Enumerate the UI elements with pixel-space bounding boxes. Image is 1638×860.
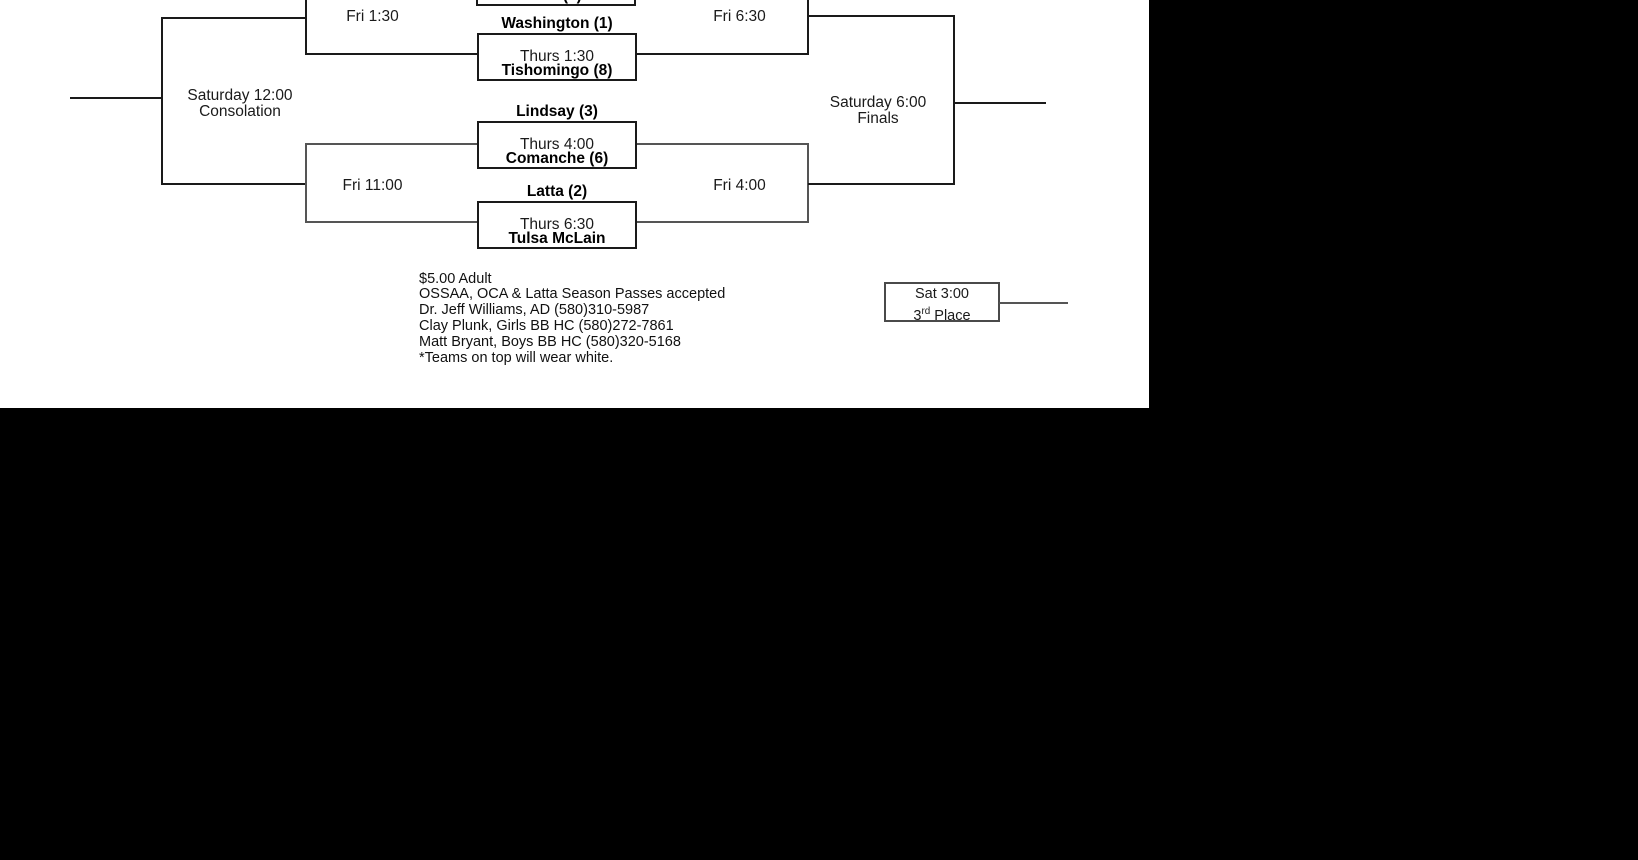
semifinal-left-lower-bottom	[305, 221, 480, 223]
third-place-out-stub	[999, 302, 1068, 304]
info-line-uniform-note: *Teams on top will wear white.	[419, 349, 614, 366]
info-line-passes: OSSAA, OCA & Latta Season Passes accepte…	[419, 286, 726, 303]
game-4-team-bottom: Tulsa McLain	[508, 230, 606, 247]
game-silo-team-bottom: Silo (5)	[476, 0, 636, 5]
game-box-lindsay-comanche: Lindsay (3) Thurs 4:00 Comanche (6)	[477, 103, 637, 169]
semifinal-left-upper-right-spine	[807, 0, 809, 55]
consolation-time: Saturday 12:00	[187, 87, 293, 104]
consolation-spine	[161, 17, 163, 185]
game-3-team-top: Lindsay (3)	[516, 103, 598, 120]
semifinal-right-lower-time: Fri 4:00	[713, 177, 766, 194]
semifinal-left-lower-right-top	[635, 143, 809, 145]
third-place-time: Sat 3:00	[914, 286, 969, 302]
semifinal-left-lower-top	[305, 143, 480, 145]
info-line-boys-coach: Matt Bryant, Boys BB HC (580)320-5168	[419, 333, 681, 350]
finals-name: Finals	[857, 110, 899, 127]
consolation-out-stub	[70, 97, 162, 99]
semifinal-right-upper-time: Fri 6:30	[713, 8, 766, 25]
semifinal-left-upper-right-bottom	[635, 53, 809, 55]
round-label-consolation: Saturday 12:00 Consolation	[170, 88, 310, 120]
game-3-team-bottom: Comanche (6)	[505, 150, 609, 167]
info-block: $5.00 Adult OSSAA, OCA & Latta Season Pa…	[419, 271, 725, 366]
consolation-upper-arm	[161, 17, 306, 19]
finals-time: Saturday 6:00	[829, 94, 927, 111]
game-box-washington-tishomingo: Washington (1) Thurs 1:30 Tishomingo (8)	[477, 15, 637, 81]
third-place-box: Sat 3:00 3rd Place	[884, 282, 1000, 325]
third-place-ordinal: rd	[921, 306, 931, 317]
round-label-semifinal-right-lower: Fri 4:00	[672, 177, 807, 195]
finals-lower-arm	[808, 183, 955, 185]
info-line-price: $5.00 Adult	[419, 270, 492, 287]
consolation-name: Consolation	[199, 103, 281, 120]
third-place-number: 3	[913, 307, 922, 324]
finals-out-stub	[953, 102, 1046, 104]
game-4-team-top: Latta (2)	[526, 183, 588, 200]
game-3-time: Thurs 4:00	[519, 136, 595, 153]
finals-spine	[953, 15, 955, 185]
semifinal-left-upper-bottom	[305, 53, 480, 55]
third-place-label: 3rd Place	[886, 303, 998, 325]
game-box-latta-tulsamclain: Latta (2) Thurs 6:30 Tulsa McLain	[477, 183, 637, 249]
game-2-team-bottom: Tishomingo (8)	[501, 62, 613, 79]
game-2-time: Thurs 1:30	[519, 48, 595, 65]
round-label-semifinal-left-lower: Fri 11:00	[305, 177, 440, 195]
game-box-silo: Silo (5)	[476, 0, 636, 6]
semifinal-left-lower-spine	[305, 143, 307, 223]
round-label-semifinal-left-upper: Fri 1:30	[305, 8, 440, 26]
third-place-word: Place	[930, 307, 971, 324]
finals-upper-arm	[808, 15, 955, 17]
bracket-sheet: Saturday 12:00 Consolation Fri 1:30 Fri …	[0, 0, 1149, 408]
semifinal-left-upper-spine	[305, 0, 307, 55]
game-2-team-top: Washington (1)	[501, 15, 613, 32]
round-label-finals: Saturday 6:00 Finals	[808, 95, 948, 127]
semifinal-left-upper-time: Fri 1:30	[346, 8, 399, 25]
info-line-ad-contact: Dr. Jeff Williams, AD (580)310-5987	[419, 302, 650, 319]
consolation-lower-arm	[161, 183, 307, 185]
round-label-semifinal-right-upper: Fri 6:30	[672, 8, 807, 26]
game-4-time: Thurs 6:30	[519, 216, 595, 233]
info-line-girls-coach: Clay Plunk, Girls BB HC (580)272-7861	[419, 317, 674, 334]
semifinal-left-lower-right-bottom	[635, 221, 809, 223]
semifinal-left-lower-time: Fri 11:00	[342, 177, 403, 194]
